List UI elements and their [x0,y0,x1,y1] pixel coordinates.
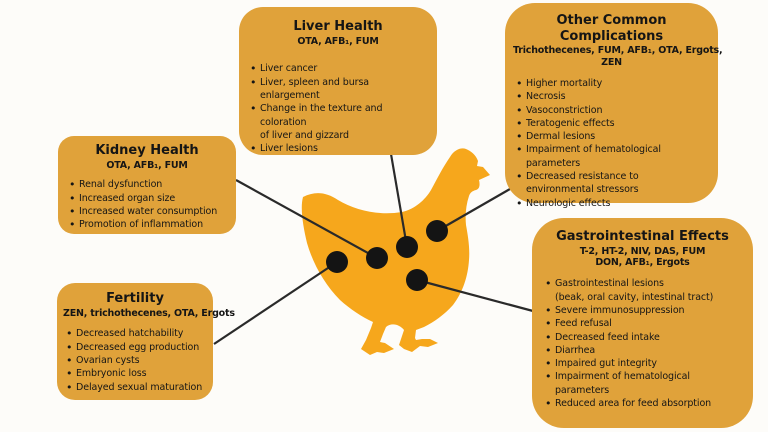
bullet-item: Increased water consumption [69,204,228,220]
kidney-health-box: Kidney Health OTA, AFB₁, FUM Renal dysfu… [58,136,236,234]
body-dot-complications [426,220,448,242]
bullet-item: Impaired gut integrity [545,356,743,372]
bullet-item: Neurologic effects [516,196,710,212]
box-toxin-list: OTA, AFB₁, FUM [297,35,379,47]
bullet-item: Decreased feed intake [545,330,743,346]
connector-line-liver [389,153,409,248]
bullet-item: Teratogenic effects [516,116,710,132]
connector-line-kidney [235,179,378,259]
bullet-item: Ovarian cysts [66,353,207,369]
box-bullet-list: Higher mortalityNecrosisVasoconstriction… [513,76,710,212]
bullet-item: Change in the texture and coloration of … [250,101,429,142]
liver-health-box: Liver Health OTA, AFB₁, FUM Liver cancer… [239,7,437,157]
box-bullet-list: Gastrointestinal lesions (beak, oral cav… [542,276,743,412]
bullet-item: Liver, spleen and bursa enlargement [250,75,429,103]
box-title: Fertility [106,291,164,306]
body-dot-fertility [326,251,348,273]
box-bullet-list: Decreased hatchabilityDecreased egg prod… [63,326,207,396]
box-title: Liver Health [293,19,383,34]
bullet-item: Decreased egg production [66,340,207,356]
body-dot-gi [406,269,428,291]
box-toxin-list: ZEN, trichothecenes, OTA, Ergots [63,307,235,319]
connector-line-fertility [213,261,338,345]
bullet-item: Impairment of hematological parameters [516,142,710,170]
box-toxin-list: OTA, AFB₁, FUM [106,159,188,171]
bullet-item: Decreased hatchability [66,326,207,342]
bullet-item: Promotion of inflammation [69,217,228,233]
bullet-item: Delayed sexual maturation [66,380,207,396]
chicken-silhouette-icon [301,148,490,355]
bullet-item: Higher mortality [516,76,710,92]
body-dot-kidney [366,247,388,269]
bullet-item: Gastrointestinal lesions (beak, oral cav… [545,276,743,304]
body-dot-liver [396,236,418,258]
box-bullet-list: Renal dysfunctionIncreased organ sizeInc… [66,177,228,233]
connector-line-gi [416,278,534,313]
bullet-item: Embryonic loss [66,366,207,382]
fertility-box: Fertility ZEN, trichothecenes, OTA, Ergo… [57,283,235,400]
bullet-item: Diarrhea [545,343,743,359]
bullet-item: Necrosis [516,89,710,105]
bullet-item: Liver cancer [250,61,429,77]
bullet-item: Decreased resistance to environmental st… [516,169,710,197]
bullet-item: Increased organ size [69,191,228,207]
box-title: Kidney Health [95,143,199,158]
other-common-complications-box: Other Common Complications Trichothecene… [505,3,723,211]
box-title: Gastrointestinal Effects [556,229,729,244]
gastrointestinal-effects-box: Gastrointestinal Effects T-2, HT-2, NIV,… [532,218,753,428]
box-title: Other Common Complications [556,13,667,44]
bullet-item: Feed refusal [545,316,743,332]
bullet-item: Impairment of hematological parameters [545,369,743,397]
bullet-item: Severe immunosuppression [545,303,743,319]
box-toxin-list: T-2, HT-2, NIV, DAS, FUM DON, AFB₁, Ergo… [579,245,706,269]
bullet-item: Dermal lesions [516,129,710,145]
bullet-item: Reduced area for feed absorption [545,396,743,412]
connector-line-complications [436,188,511,232]
bullet-item: Renal dysfunction [69,177,228,193]
box-toxin-list: Trichothecenes, FUM, AFB₁, OTA, Ergots, … [513,45,723,69]
bullet-item: Vasoconstriction [516,103,710,119]
bullet-item: Liver lesions [250,141,429,157]
box-bullet-list: Liver cancerLiver, spleen and bursa enla… [247,61,429,157]
